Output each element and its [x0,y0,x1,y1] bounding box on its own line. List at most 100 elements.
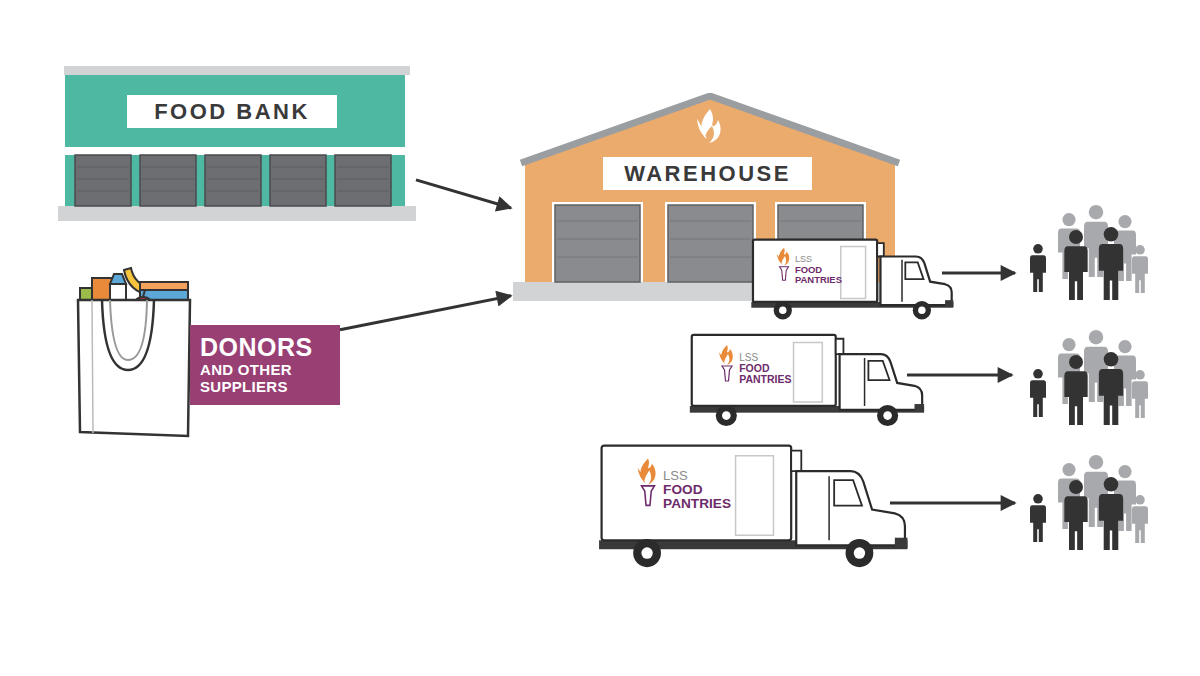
bag-fold [92,300,93,433]
truck-cab [796,471,905,545]
building-art [58,66,416,222]
logo-torch [779,267,788,281]
tote-bag [78,300,190,436]
cargo-door [841,246,866,298]
wheel [716,405,737,426]
pantry-truck: LSSFOOD PANTRIES [594,443,910,571]
bumper [895,538,908,548]
cab-window [905,262,923,279]
cab-door-line [864,358,866,406]
loading-door [205,155,261,206]
door-slat [272,167,324,168]
loading-door [270,155,326,206]
building-sign-text: WAREHOUSE [624,163,791,185]
delivery-arrow [942,272,1015,275]
loading-door [555,205,640,282]
door-slat [337,179,389,180]
donor-subheading: AND OTHER SUPPLIERS [200,362,330,396]
logo-text-block: LSSFOOD PANTRIES [663,469,738,512]
loading-door [75,155,131,206]
logo-icon [635,456,661,508]
logo-small-text: LSS [739,352,797,363]
sign-frame: FOOD BANK [127,95,337,128]
bag-handle [110,300,147,360]
wheel [774,301,792,319]
truck-cab [880,256,951,305]
door-slat [670,221,751,222]
logo-dove [697,109,721,143]
reefer-unit [791,451,801,471]
donor-heading: DONORS [200,334,330,362]
pantry-truck: LSSFOOD PANTRIES [686,333,926,429]
people-group [1030,330,1148,425]
door-slat [337,167,389,168]
pantry-truck: LSSFOOD PANTRIES [748,238,955,322]
door-slat [670,239,751,240]
logo-small-text: LSS [663,469,738,483]
door-slat [780,221,861,222]
roof-band [64,66,410,75]
cab-door-line [901,260,903,302]
building-base [58,206,416,221]
wheel-hub [883,411,892,420]
people-group [1030,455,1148,550]
wheel-hub [918,306,925,314]
truck-art [686,333,926,429]
bag-handle [102,300,154,370]
cereal-box-top [140,282,188,290]
door-slat [142,179,194,180]
door-slat [272,191,324,192]
door-slat [77,191,129,192]
logo-torch [642,486,655,506]
loading-door [335,155,391,206]
logo-text-block: LSSFOOD PANTRIES [739,352,797,385]
cab-door-line [828,476,830,540]
cargo-door [736,456,774,535]
wheel [913,301,931,319]
logo-title-text: FOOD PANTRIES [795,265,847,285]
food-bank-building: FOOD BANK [58,66,416,222]
building-wall [65,75,405,207]
sign-frame: WAREHOUSE [603,157,812,190]
delivery-arrow [907,374,1012,377]
wheel [633,539,661,567]
wheel [846,539,874,567]
cargo-door [794,343,823,403]
door-slat [272,179,324,180]
awning-strip [65,147,405,155]
door-frame [665,202,756,282]
reefer-unit [836,339,844,354]
loading-door [140,155,196,206]
truck-art [748,238,955,322]
door-slat [207,191,259,192]
bumper [914,404,924,412]
logo-flame [777,248,789,266]
bumper [945,300,953,307]
logo-text-block: LSSFOOD PANTRIES [795,255,847,285]
sign-board [127,95,337,128]
door-slat [557,257,638,258]
logo-icon [717,343,737,383]
logo-icon [775,246,793,282]
logo-flame [638,458,656,484]
delivery-arrow [890,502,1015,505]
door-slat [557,221,638,222]
logo-title-text: FOOD PANTRIES [663,483,738,512]
wheel [877,405,898,426]
reefer-unit [877,243,884,256]
cab-window [868,361,889,380]
wheel-hub [854,547,865,559]
door-slat [142,167,194,168]
donor-box: DONORSAND OTHER SUPPLIERS [190,325,340,405]
door-slat [557,239,638,240]
logo-torch [722,366,732,381]
wheel-hub [722,411,731,420]
cargo-box [602,446,792,541]
flow-arrow [340,296,511,330]
door-slat [207,167,259,168]
door-slat [77,167,129,168]
cab-window [834,480,862,506]
